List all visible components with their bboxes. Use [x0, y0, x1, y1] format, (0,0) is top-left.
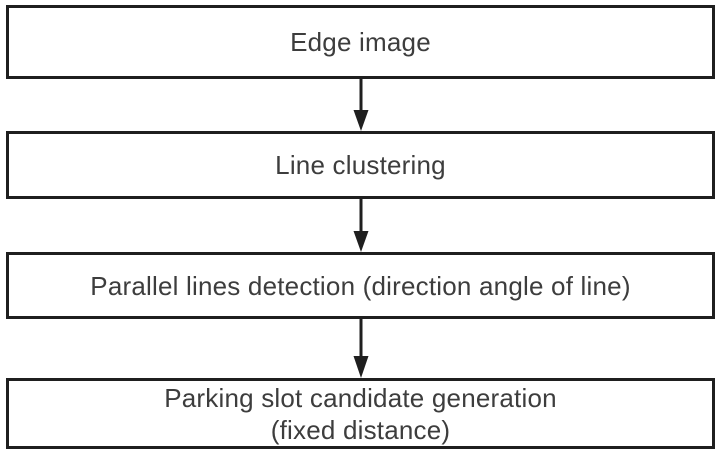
flow-node-parking-slot-candidate-generation: Parking slot candidate generation (fixed… [6, 378, 715, 449]
arrow-down-icon [353, 199, 369, 252]
flow-node-edge-image-label: Edge image [290, 27, 431, 57]
flow-node-line-clustering: Line clustering [6, 131, 715, 199]
arrow-down-icon [353, 79, 369, 131]
flow-node-parallel-lines-detection: Parallel lines detection (direction angl… [6, 252, 715, 319]
flow-node-parking-slot-candidate-generation-label: Parking slot candidate generation (fixed… [164, 382, 557, 445]
arrow-down-icon [353, 319, 369, 378]
flow-node-line-clustering-label: Line clustering [275, 150, 446, 180]
flow-node-edge-image: Edge image [6, 5, 715, 79]
flow-node-parallel-lines-detection-label: Parallel lines detection (direction angl… [90, 270, 631, 301]
